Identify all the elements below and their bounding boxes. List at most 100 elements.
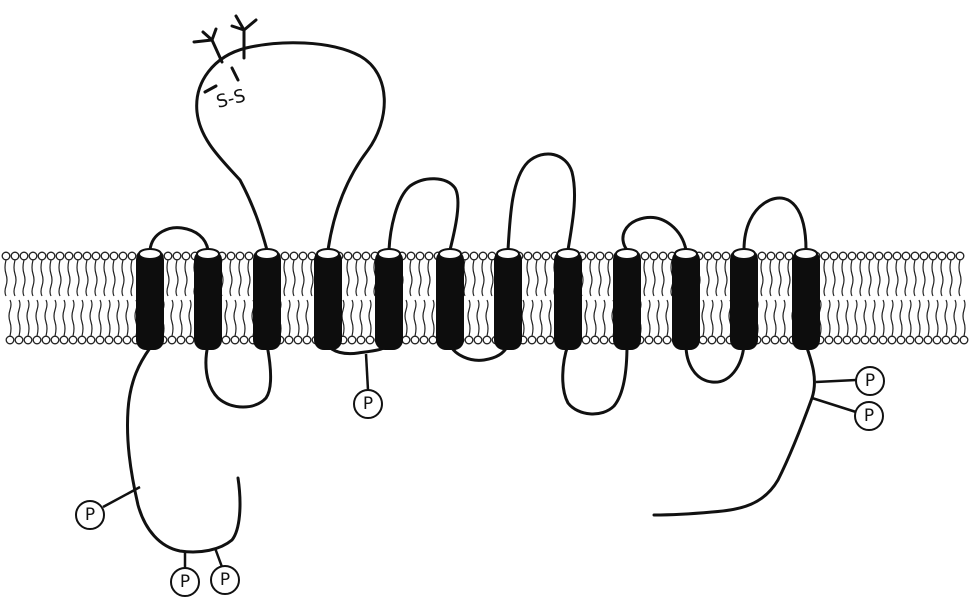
lipid-head bbox=[641, 252, 649, 260]
lipid-tail bbox=[725, 260, 727, 296]
lipid-head bbox=[699, 336, 707, 344]
transmembrane-segment-12 bbox=[792, 249, 820, 350]
lipid-tail bbox=[248, 260, 250, 296]
lipid-head bbox=[357, 336, 365, 344]
lipid-head bbox=[83, 252, 91, 260]
lipid-head bbox=[654, 336, 662, 344]
lipid-tail bbox=[369, 300, 371, 336]
lipid-head bbox=[60, 336, 68, 344]
lipid-tail bbox=[896, 260, 898, 296]
lipid-tail bbox=[225, 300, 227, 336]
extracellular-loop-5 bbox=[623, 217, 686, 250]
lipid-head bbox=[366, 336, 374, 344]
lipid-tail bbox=[81, 300, 83, 336]
lipid-tail bbox=[86, 260, 88, 296]
helix-body bbox=[672, 250, 700, 350]
lipid-tail bbox=[297, 300, 299, 336]
lipid-tail bbox=[599, 260, 601, 296]
lipid-tail bbox=[531, 300, 533, 336]
lipid-head bbox=[78, 336, 86, 344]
lipid-head bbox=[416, 252, 424, 260]
disulfide-label: S-S bbox=[214, 85, 248, 112]
lipid-tail bbox=[873, 300, 875, 336]
extracellular-loop-3 bbox=[389, 179, 458, 250]
lipid-head bbox=[762, 336, 770, 344]
lipid-head bbox=[74, 252, 82, 260]
lipid-head bbox=[119, 252, 127, 260]
lipid-tail bbox=[302, 260, 304, 296]
helix-body bbox=[494, 250, 522, 350]
lipid-head bbox=[857, 252, 865, 260]
lipid-head bbox=[429, 336, 437, 344]
lipid-head bbox=[866, 252, 874, 260]
extracellular-loop-1 bbox=[150, 228, 208, 250]
lipid-head bbox=[65, 252, 73, 260]
lipid-tail bbox=[468, 300, 470, 336]
lipid-tail bbox=[171, 300, 173, 336]
lipid-tail bbox=[414, 300, 416, 336]
helix-body bbox=[136, 250, 164, 350]
lipid-tail bbox=[765, 300, 767, 336]
lipid-head bbox=[834, 336, 842, 344]
lipid-tail bbox=[167, 260, 169, 296]
lipid-tail bbox=[833, 260, 835, 296]
lipid-head bbox=[474, 336, 482, 344]
lipid-head bbox=[528, 336, 536, 344]
lipid-head bbox=[879, 336, 887, 344]
lipid-head bbox=[29, 252, 37, 260]
lipid-head bbox=[938, 252, 946, 260]
lipid-head bbox=[96, 336, 104, 344]
lipid-tail bbox=[869, 260, 871, 296]
lipid-head bbox=[591, 336, 599, 344]
lipid-head bbox=[843, 336, 851, 344]
lipid-head bbox=[470, 252, 478, 260]
lipid-tail bbox=[176, 260, 178, 296]
lipid-tail bbox=[36, 300, 38, 336]
lipid-tail bbox=[761, 260, 763, 296]
lipid-tail bbox=[95, 260, 97, 296]
phosphate-label: P bbox=[180, 572, 190, 592]
lipid-tail bbox=[99, 300, 101, 336]
lipid-head bbox=[533, 252, 541, 260]
transmembrane-segment-7 bbox=[494, 249, 522, 350]
lipid-tail bbox=[50, 260, 52, 296]
lipid-tail bbox=[905, 260, 907, 296]
lipid-head bbox=[290, 252, 298, 260]
lipid-tail bbox=[653, 260, 655, 296]
lipid-head bbox=[947, 252, 955, 260]
transmembrane-segment-5 bbox=[375, 249, 403, 350]
transmembrane-segment-10 bbox=[672, 249, 700, 350]
lipid-head bbox=[285, 336, 293, 344]
lipid-tail bbox=[891, 300, 893, 336]
lipid-tail bbox=[783, 300, 785, 336]
lipid-head bbox=[240, 336, 248, 344]
lipid-head bbox=[821, 252, 829, 260]
lipid-head bbox=[767, 252, 775, 260]
lipid-tail bbox=[41, 260, 43, 296]
lipid-head bbox=[933, 336, 941, 344]
lipid-head bbox=[11, 252, 19, 260]
lipid-tail bbox=[842, 260, 844, 296]
extracellular-glycosylated-loop bbox=[197, 43, 385, 250]
lipid-tail bbox=[410, 260, 412, 296]
lipid-tail bbox=[932, 260, 934, 296]
lipid-head bbox=[596, 252, 604, 260]
lipid-tail bbox=[914, 260, 916, 296]
lipid-head bbox=[542, 252, 550, 260]
lipid-head bbox=[924, 336, 932, 344]
phosphorylation-site: P bbox=[76, 487, 140, 529]
lipid-tail bbox=[536, 260, 538, 296]
lipid-tail bbox=[644, 260, 646, 296]
lipid-tail bbox=[828, 300, 830, 336]
lipid-head bbox=[222, 336, 230, 344]
lipid-tail bbox=[131, 260, 133, 296]
polypeptide-chain bbox=[127, 43, 814, 552]
lipid-tail bbox=[882, 300, 884, 336]
phosphorylation-site: P bbox=[171, 552, 199, 596]
lipid-head bbox=[231, 336, 239, 344]
extracellular-loop-6 bbox=[744, 198, 806, 250]
lipid-tail bbox=[432, 300, 434, 336]
lipid-head bbox=[353, 252, 361, 260]
intracellular-n-terminal-loop bbox=[127, 348, 240, 552]
lipid-head bbox=[425, 252, 433, 260]
